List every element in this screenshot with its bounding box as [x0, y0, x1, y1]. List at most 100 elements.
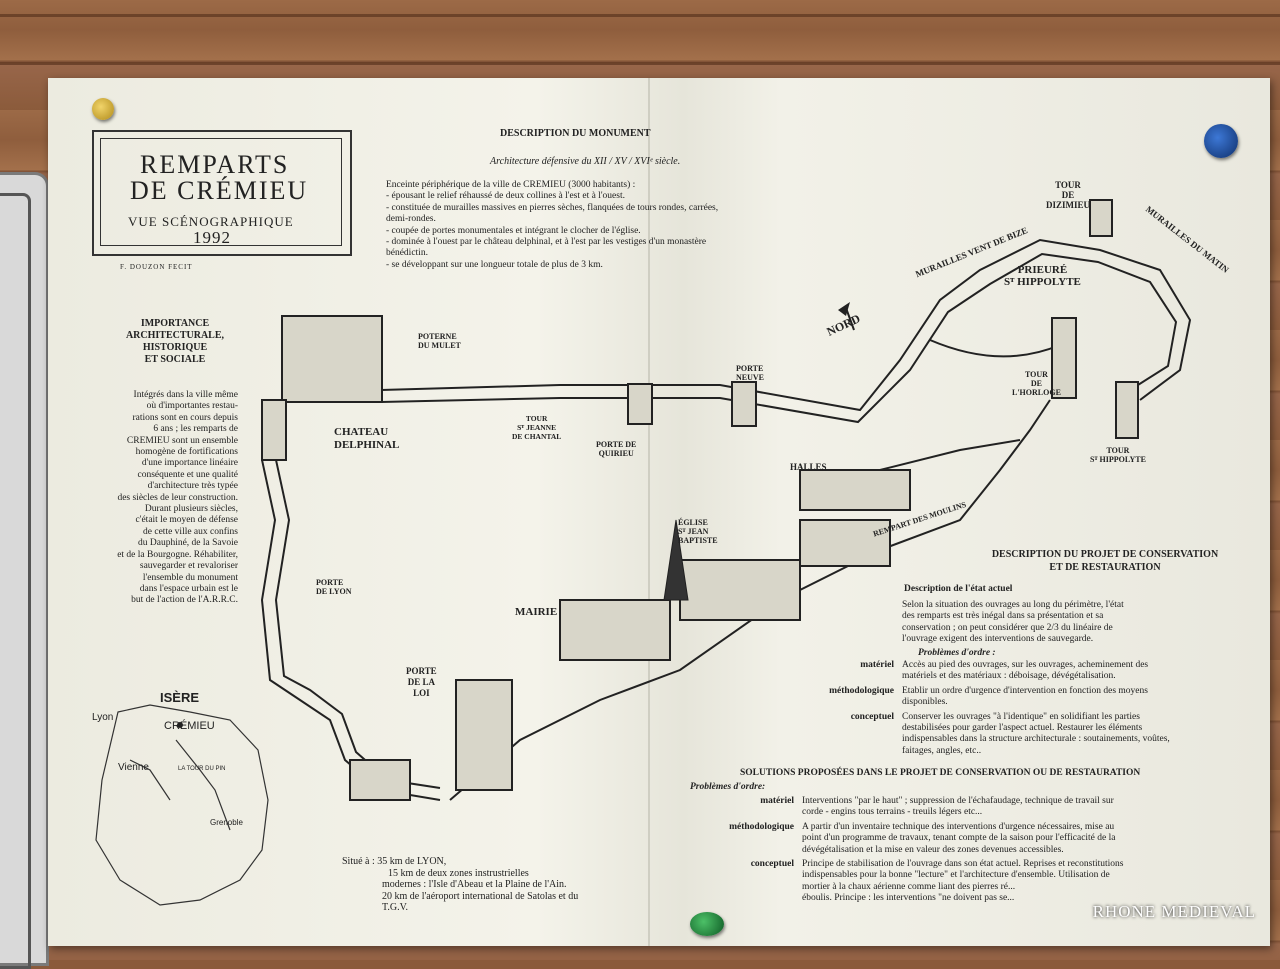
criteria-value: Principe de stabilisation de l'ouvrage d…: [802, 859, 1123, 905]
label-tour-horloge: TOUR DE L'HORLOGE: [1012, 370, 1061, 397]
importance-line: but de l'action de l'A.R.R.C.: [131, 595, 238, 606]
importance-line: rations sont en cours depuis: [132, 412, 238, 423]
wall-tower: [627, 383, 653, 425]
blue-pushpin-icon: [1204, 124, 1238, 158]
fold-line: [648, 78, 650, 946]
label-lyon: Lyon: [92, 712, 114, 723]
chateau-tower: [261, 399, 287, 461]
town-buildings: [679, 559, 801, 621]
criteria-key: méthodologique: [829, 685, 894, 696]
importance-line: 6 ans ; les remparts de: [153, 424, 238, 435]
importance-line: d'architecture très typée: [147, 481, 238, 492]
label-vienne: Vienne: [118, 762, 149, 773]
author-credit: F. DOUZON FECIT: [120, 263, 193, 271]
criteria-key: matériel: [860, 660, 894, 670]
metal-sign-edge: [0, 172, 49, 969]
moulins-wall-2: [879, 399, 1051, 551]
yellow-pushpin-icon: [92, 98, 114, 120]
importance-line: conséquente et une qualité: [137, 469, 238, 480]
label-porte-neuve: PORTE NEUVE: [736, 364, 765, 382]
criteria-value-line: Etablir un ordre d'urgence d'interventio…: [902, 685, 1148, 696]
importance-line: dans l'espace urbain est le: [139, 583, 238, 594]
title-frame: [92, 130, 352, 256]
town-line: [449, 549, 881, 801]
criteria-value-line: Accès au pied des ouvrages, sur les ouvr…: [902, 660, 1149, 670]
importance-line: du Dauphiné, de la Savoie: [138, 538, 238, 549]
tour-dizimieu-tower: [1089, 199, 1113, 237]
importance-line: d'une importance linéaire: [141, 458, 238, 469]
criteria-value-line: point d'un programme de travaux, tenant …: [802, 833, 1116, 844]
criteria-key: conceptuel: [750, 859, 794, 870]
importance-line: sauvegarder et revaloriser: [139, 561, 238, 572]
north-arrow-icon: [838, 302, 855, 331]
plank-seam: [0, 14, 1280, 17]
chateau-delphinal: [281, 315, 383, 403]
mairie-buildings: [559, 599, 671, 661]
importance-line: CREMIEU sont un ensemble: [126, 435, 238, 446]
importance-line: Intégrés dans la ville même: [133, 390, 238, 400]
watermark: RHONE MEDIEVAL: [1092, 902, 1256, 921]
description-heading: DESCRIPTION DU MONUMENT: [500, 128, 651, 139]
importance-line: et de la Bourgogne. Réhabiliter,: [117, 549, 238, 560]
criteria-key: matériel: [760, 796, 794, 806]
label-la-tour-du-pin: LA TOUR DU PIN: [178, 766, 226, 772]
isere-inset-map: [95, 704, 269, 906]
criteria-value-line: mortier à la chaux aérienne comme liant …: [802, 881, 1016, 892]
label-porte-lyon: PORTE DE LYON: [316, 578, 352, 596]
tour-horloge-tower: [1051, 317, 1077, 399]
criteria-row: matériel Interventions "par le haut" ; su…: [698, 796, 1218, 819]
criteria-value-line: Interventions "par le haut" ; suppressio…: [802, 796, 1114, 806]
solutions-rows: matériel Interventions "par le haut" ; su…: [698, 796, 1218, 908]
importance-line: des siècles de leur construction.: [117, 492, 238, 503]
label-mairie: MAIRIE: [515, 606, 558, 618]
criteria-value: Interventions "par le haut" ; suppressio…: [802, 796, 1114, 819]
wall-tower: [731, 381, 757, 427]
criteria-value-line: corde - engins tous terrains - treuils l…: [802, 807, 983, 818]
label-tour-dizimieu: TOUR DE DIZIMIEU: [1046, 180, 1091, 210]
label-porte-loi: PORTE DE LA LOI: [406, 666, 437, 698]
title-line-1: REMPARTS: [140, 150, 290, 179]
criteria-value: A partir d'un inventaire technique des i…: [802, 822, 1115, 856]
title-frame-inner: [100, 138, 342, 246]
label-halles: HALLES: [790, 462, 827, 472]
description-body: Enceinte périphérique de la ville de CRE…: [386, 180, 719, 270]
solutions-heading: SOLUTIONS PROPOSÉES DANS LE PROJET DE CO…: [740, 768, 1141, 778]
label-porte-quirieu: PORTE DE QUIRIEU: [596, 440, 637, 458]
criteria-value-line: éboulis. Principe : les interventions "n…: [802, 893, 1015, 904]
church-spire: [663, 519, 689, 601]
tour-st-hippolyte-tower: [1115, 381, 1139, 439]
problemes-label: Problèmes d'ordre :: [918, 648, 996, 658]
problemes-rows: matériel Accès au pied des ouvrages, sur …: [818, 660, 1218, 760]
label-isere: ISÈRE: [160, 690, 200, 705]
north-wall-inner: [379, 252, 1178, 424]
green-pushpin-icon: [690, 912, 724, 936]
halles-building: [799, 469, 911, 511]
etat-body: Selon la situation des ouvrages au long …: [902, 600, 1124, 645]
importance-line: Durant plusieurs siècles,: [144, 504, 238, 515]
importance-heading: IMPORTANCE ARCHITECTURALE, HISTORIQUE ET…: [125, 318, 225, 365]
label-eglise: ÉGLISE Sᵀ JEAN BAPTISTE: [678, 518, 718, 545]
criteria-value-line: matériels et des matériaux : déboisage, …: [902, 671, 1116, 682]
importance-line: c'était le moyen de défense: [135, 515, 238, 526]
porte-de-la-loi-tower: [455, 679, 513, 791]
criteria-value-line: dévégétalisation et la mise en valeur de…: [802, 844, 1064, 855]
criteria-value-line: Principe de stabilisation de l'ouvrage d…: [802, 859, 1124, 870]
title-line-2: DE CRÉMIEU: [130, 176, 309, 205]
plank-seam: [0, 62, 1280, 65]
importance-line: de cette ville aux confins: [143, 526, 238, 537]
location-text: Situé à : 35 km de LYON, 15 km de deux z…: [342, 856, 579, 913]
criteria-row: méthodologique Etablir un ordre d'urgence…: [818, 686, 1218, 709]
criteria-value: Conserver les ouvrages "à l'identique" e…: [902, 712, 1170, 758]
criteria-row: matériel Accès au pied des ouvrages, sur …: [818, 660, 1218, 683]
label-cremieu-inset: CRÉMIEU: [164, 720, 215, 732]
criteria-value-line: indispensables pour la bonne "lecture" e…: [802, 870, 1110, 881]
criteria-value-line: faitages, angles, etc..: [902, 745, 982, 756]
cremieu-dot-icon: [177, 722, 183, 728]
year: 1992: [193, 228, 231, 247]
label-tour-jeanne: TOUR Sᵀ JEANNE DE CHANTAL: [512, 414, 562, 441]
architecture-line: Architecture défensive du XII / XV / XVI…: [490, 156, 681, 167]
subtitle: VUE SCÉNOGRAPHIQUE: [128, 214, 294, 229]
